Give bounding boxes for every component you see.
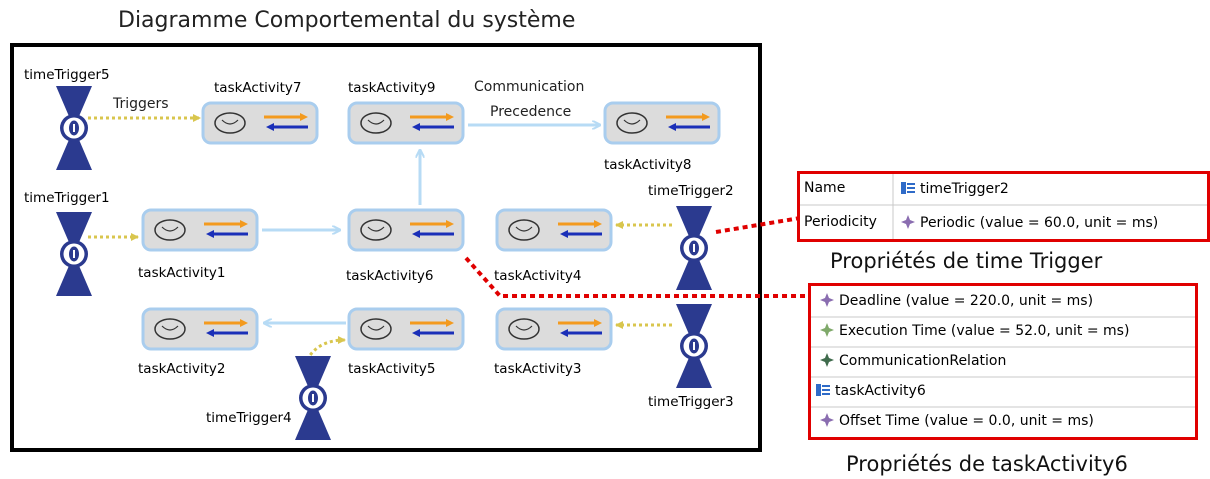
task-activity-2[interactable] xyxy=(140,306,260,352)
task-label-3: taskActivity3 xyxy=(494,361,582,377)
property-green-icon xyxy=(820,323,834,337)
trigger-label-4: timeTrigger4 xyxy=(206,410,292,426)
property-value-name[interactable]: timeTrigger2 xyxy=(900,180,1009,197)
property-text: Offset Time (value = 0.0, unit = ms) xyxy=(839,413,1094,429)
hourglass-icon xyxy=(56,212,92,296)
task-label-9: taskActivity9 xyxy=(348,80,436,96)
connector-tt2-props xyxy=(715,216,801,234)
element-icon xyxy=(816,384,830,396)
task-activity-8[interactable] xyxy=(602,100,722,146)
property-text: CommunicationRelation xyxy=(839,353,1007,369)
task-activity-7[interactable] xyxy=(200,100,320,146)
time-trigger-1[interactable] xyxy=(54,212,94,296)
task-label-5: taskActivity5 xyxy=(348,361,436,377)
property-key-periodicity: Periodicity xyxy=(804,214,877,230)
trigger-label-5: timeTrigger5 xyxy=(24,67,110,83)
hourglass-icon xyxy=(56,86,92,170)
task-activity-icon xyxy=(347,101,465,145)
properties-grid xyxy=(811,316,1195,408)
trigger-label-3: timeTrigger3 xyxy=(648,394,734,410)
task-activity-9[interactable] xyxy=(346,100,466,146)
properties-grid xyxy=(800,174,1207,239)
task-label-4: taskActivity4 xyxy=(494,268,582,284)
time-trigger-2[interactable] xyxy=(674,206,714,290)
task-activity-icon xyxy=(347,307,465,351)
task-activity-icon xyxy=(495,208,613,252)
time-trigger-3[interactable] xyxy=(674,304,714,388)
task-activity-icon xyxy=(201,101,319,145)
trigger-properties-caption: Propriétés de time Trigger xyxy=(830,249,1103,273)
task-activity-icon xyxy=(141,307,259,351)
property-icon xyxy=(820,413,834,427)
property-value-text: Periodic (value = 60.0, unit = ms) xyxy=(920,215,1159,231)
hourglass-icon xyxy=(676,206,712,290)
property-text: taskActivity6 xyxy=(835,383,926,399)
task-activity-icon xyxy=(141,208,259,252)
task-activity-icon xyxy=(495,307,613,351)
task-properties-caption: Propriétés de taskActivity6 xyxy=(846,452,1128,476)
property-row-offset-time[interactable]: Offset Time (value = 0.0, unit = ms) xyxy=(819,412,1094,429)
property-icon xyxy=(901,215,915,229)
task-activity-5[interactable] xyxy=(346,306,466,352)
task-label-8: taskActivity8 xyxy=(604,157,692,173)
property-row-execution-time[interactable]: Execution Time (value = 52.0, unit = ms) xyxy=(819,322,1129,339)
edge-label-triggers: Triggers xyxy=(113,96,169,112)
trigger-properties-panel: Name timeTrigger2 Periodicity Periodic (… xyxy=(797,171,1210,242)
element-icon xyxy=(901,182,915,194)
time-trigger-4[interactable] xyxy=(293,356,333,440)
task-activity-1[interactable] xyxy=(140,207,260,253)
property-value-periodicity[interactable]: Periodic (value = 60.0, unit = ms) xyxy=(900,214,1158,231)
task-activity-3[interactable] xyxy=(494,306,614,352)
hourglass-icon xyxy=(295,356,331,440)
property-value-text: timeTrigger2 xyxy=(920,181,1009,197)
property-text: Deadline (value = 220.0, unit = ms) xyxy=(839,293,1094,309)
trigger-label-2: timeTrigger2 xyxy=(648,183,734,199)
task-label-1: taskActivity1 xyxy=(138,265,226,281)
property-icon xyxy=(820,293,834,307)
property-row-communication-relation[interactable]: CommunicationRelation xyxy=(819,352,1006,369)
task-activity-icon xyxy=(603,101,721,145)
property-key-name: Name xyxy=(804,180,846,196)
task-label-6: taskActivity6 xyxy=(346,268,434,284)
task-activity-4[interactable] xyxy=(494,207,614,253)
hourglass-icon xyxy=(676,304,712,388)
task-label-7: taskActivity7 xyxy=(214,80,302,96)
property-dark-icon xyxy=(820,353,834,367)
trigger-label-1: timeTrigger1 xyxy=(24,190,110,206)
task-properties-panel: Deadline (value = 220.0, unit = ms) Exec… xyxy=(808,283,1198,440)
edge-label-precedence: Precedence xyxy=(490,104,572,120)
diagram-frame xyxy=(10,43,762,452)
property-row-deadline[interactable]: Deadline (value = 220.0, unit = ms) xyxy=(819,292,1093,309)
edge-label-communication: Communication xyxy=(474,79,585,95)
time-trigger-5[interactable] xyxy=(54,86,94,170)
task-activity-6[interactable] xyxy=(346,207,466,253)
task-label-2: taskActivity2 xyxy=(138,361,226,377)
property-row-task-activity-6[interactable]: taskActivity6 xyxy=(815,382,926,399)
task-activity-icon xyxy=(347,208,465,252)
diagram-title: Diagramme Comportemental du système xyxy=(118,8,576,33)
property-text: Execution Time (value = 52.0, unit = ms) xyxy=(839,323,1130,339)
